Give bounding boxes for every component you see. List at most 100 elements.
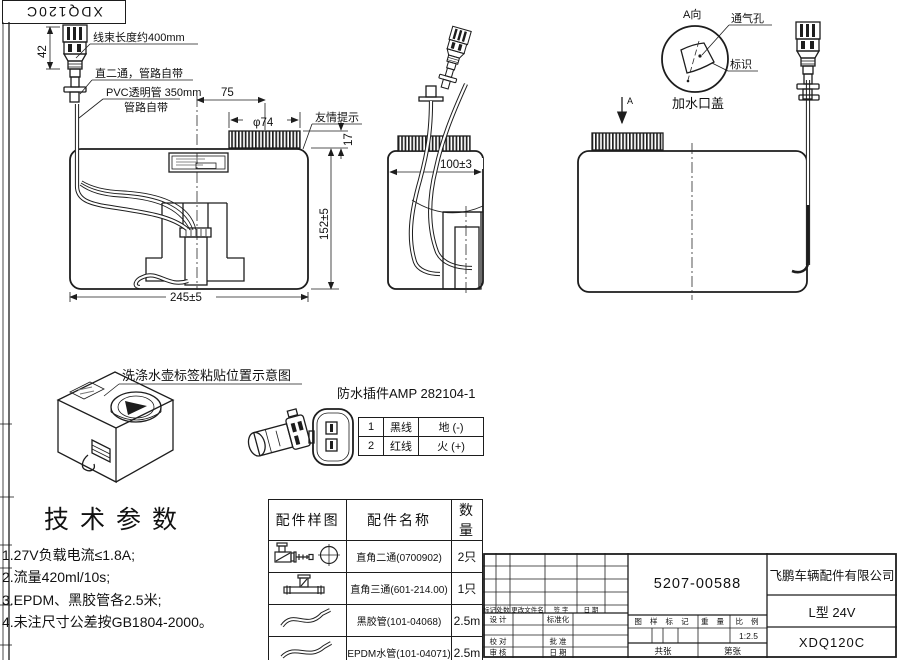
pin-number: 1 [358, 417, 384, 437]
pin-wire: 红线 [383, 436, 419, 456]
part-qty: 2.5m [450, 636, 484, 660]
dim-tank-height: 152±5 [319, 208, 331, 240]
pin-wire: 黑线 [383, 417, 419, 437]
tb-label-standardize: 标准化 [546, 614, 570, 624]
tech-params: 技术参数 1.27V负载电流≤1.8A; 2.流量420ml/10s; 3.EP… [2, 500, 264, 634]
tb-label-mark: 标记 [483, 607, 496, 614]
view-arrow-label: A [627, 96, 633, 106]
parts-header: 数量 [450, 499, 484, 541]
tb-label-weight: 重 量 [700, 617, 728, 626]
pin-signal: 火 (+) [418, 436, 484, 456]
tank-body-front [69, 148, 309, 290]
front-callouts: 线束长度约400mm 直二通，管路自带 PVC透明管 350mm 管路自带 友情… [75, 30, 362, 150]
parts-header: 配件样图 [267, 499, 348, 541]
pin-row: 2 红线 火 (+) [358, 436, 484, 456]
pin-row: 1 黑线 地 (-) [358, 417, 484, 437]
tee-fitting-icon [267, 572, 348, 605]
pin-signal: 地 (-) [418, 417, 484, 437]
front-dimensions: 42 75 φ74 17 152±5 245±5 [37, 26, 355, 304]
tb-label-signature: 签 字 [553, 607, 569, 614]
filler-cap-front [228, 130, 301, 149]
dim-tank-width: 245±5 [170, 292, 202, 304]
elbow-fitting-icon [267, 540, 348, 573]
tb-label-approve: 批 准 [549, 636, 567, 646]
pump-side [411, 199, 484, 295]
vent-hole-dot [698, 54, 702, 58]
filler-cap-label: 加水口盖 [672, 96, 724, 111]
rear-tube [791, 80, 820, 274]
part-qty: 1只 [450, 572, 484, 605]
parts-row: 黑胶管(101-04068) 2.5m [267, 604, 484, 637]
tb-part-code: XDQ120C [798, 635, 866, 650]
marking-label: 标识 [730, 57, 752, 71]
callout-friendly-note: 友情提示 [315, 110, 359, 124]
rear-view: A [577, 21, 821, 300]
dim-tank-depth: 100±3 [440, 159, 472, 171]
parts-header: 配件名称 [346, 499, 452, 541]
front-view: 42 75 φ74 17 152±5 245±5 线束长度约4 [37, 24, 362, 304]
parts-header-row: 配件样图 配件名称 数量 [267, 499, 484, 541]
tb-scale-value: 1:2.5 [739, 630, 758, 641]
callout-pvc-tube-2: 管路自带 [124, 100, 168, 114]
dim-cap-height: 17 [343, 133, 355, 146]
tb-label-date2: 日 期 [549, 648, 567, 657]
rubber-hose-icon [267, 604, 348, 637]
detail-circle-view: A向 通气孔 标识 加水口盖 [661, 7, 772, 111]
tb-sheet2: 张 [732, 645, 742, 656]
filler-cap-side [397, 135, 471, 152]
iso-pump [81, 438, 111, 472]
title-block-grid [483, 553, 897, 658]
tank-body-rear [577, 150, 808, 293]
tb-page: 第 [723, 645, 733, 656]
tb-product: L型 24V [808, 604, 856, 620]
tech-params-title: 技术参数 [44, 506, 189, 534]
part-name: 直角二通(0700902) [346, 540, 452, 573]
connector-title: 防水插件AMP 282104-1 [337, 386, 476, 401]
cap-marking-shape [680, 42, 715, 74]
dim-cap-diameter: φ74 [253, 117, 274, 129]
tech-param-item: 4.未注尺寸公差按GB1804-2000。 [2, 614, 213, 631]
sheet-frame [0, 22, 14, 660]
connector-3d [247, 408, 311, 457]
part-qty: 2只 [450, 540, 484, 573]
tb-total: 共 [654, 645, 663, 656]
filler-cap-rear [591, 132, 664, 151]
tb-label-date: 日 期 [583, 607, 599, 614]
label-diagram-caption: 洗涤水壶标签粘贴位置示意图 [122, 368, 291, 383]
tb-label-drawing-mark: 图 样 标 记 [634, 617, 692, 626]
parts-row: 直角三通(601-214.00) 1只 [267, 572, 484, 605]
parts-table: 配件样图 配件名称 数量 直角二通(0700902) 2只 [267, 499, 484, 660]
tank-label [168, 152, 229, 173]
callout-harness-length: 线束长度约400mm [93, 30, 185, 44]
tb-drawing-number: 5207-00588 [653, 576, 742, 592]
dim-connector-height: 42 [37, 45, 49, 58]
tb-sheets: 张 [663, 645, 672, 656]
part-name: 直角三通(601-214.00) [346, 572, 452, 605]
front-tubing [74, 104, 197, 290]
parts-row: EPDM水管(101-04071) 2.5m [267, 636, 484, 660]
tech-param-item: 3.EPDM、黑胶管各2.5米; [2, 591, 162, 608]
iso-label-sticker [69, 381, 105, 400]
tb-label-scale: 比 例 [735, 617, 762, 626]
corner-part-code-box: XDQ120C [2, 0, 126, 24]
part-name: EPDM水管(101-04071) [346, 636, 452, 660]
callout-pvc-tube-1: PVC透明管 350mm [106, 85, 201, 99]
callout-straight-fitting: 直二通，管路自带 [95, 66, 183, 80]
tb-sheet-page: 第 张 [698, 643, 767, 658]
tech-param-item: 2.流量420ml/10s; [2, 569, 111, 586]
harness-connector-side [435, 25, 472, 92]
detail-circle [661, 25, 729, 93]
tb-label-count: 处数 [496, 607, 510, 614]
tb-company: 飞鹏车辆配件有限公司 [769, 568, 895, 583]
tb-label-review: 审 核 [489, 648, 507, 657]
tb-label-proofread: 校 对 [489, 636, 507, 646]
tb-label-change-file: 更改文件名 [511, 607, 544, 614]
tb-label-design: 设 计 [489, 614, 507, 624]
iso-view: 洗涤水壶标签粘贴位置示意图 [56, 368, 302, 484]
dim-neck-offset: 75 [221, 87, 234, 99]
part-qty: 2.5m [450, 604, 484, 637]
iso-cap [110, 391, 162, 423]
tech-params-list: 1.27V负载电流≤1.8A; 2.流量420ml/10s; 3.EPDM、黑胶… [2, 544, 264, 634]
